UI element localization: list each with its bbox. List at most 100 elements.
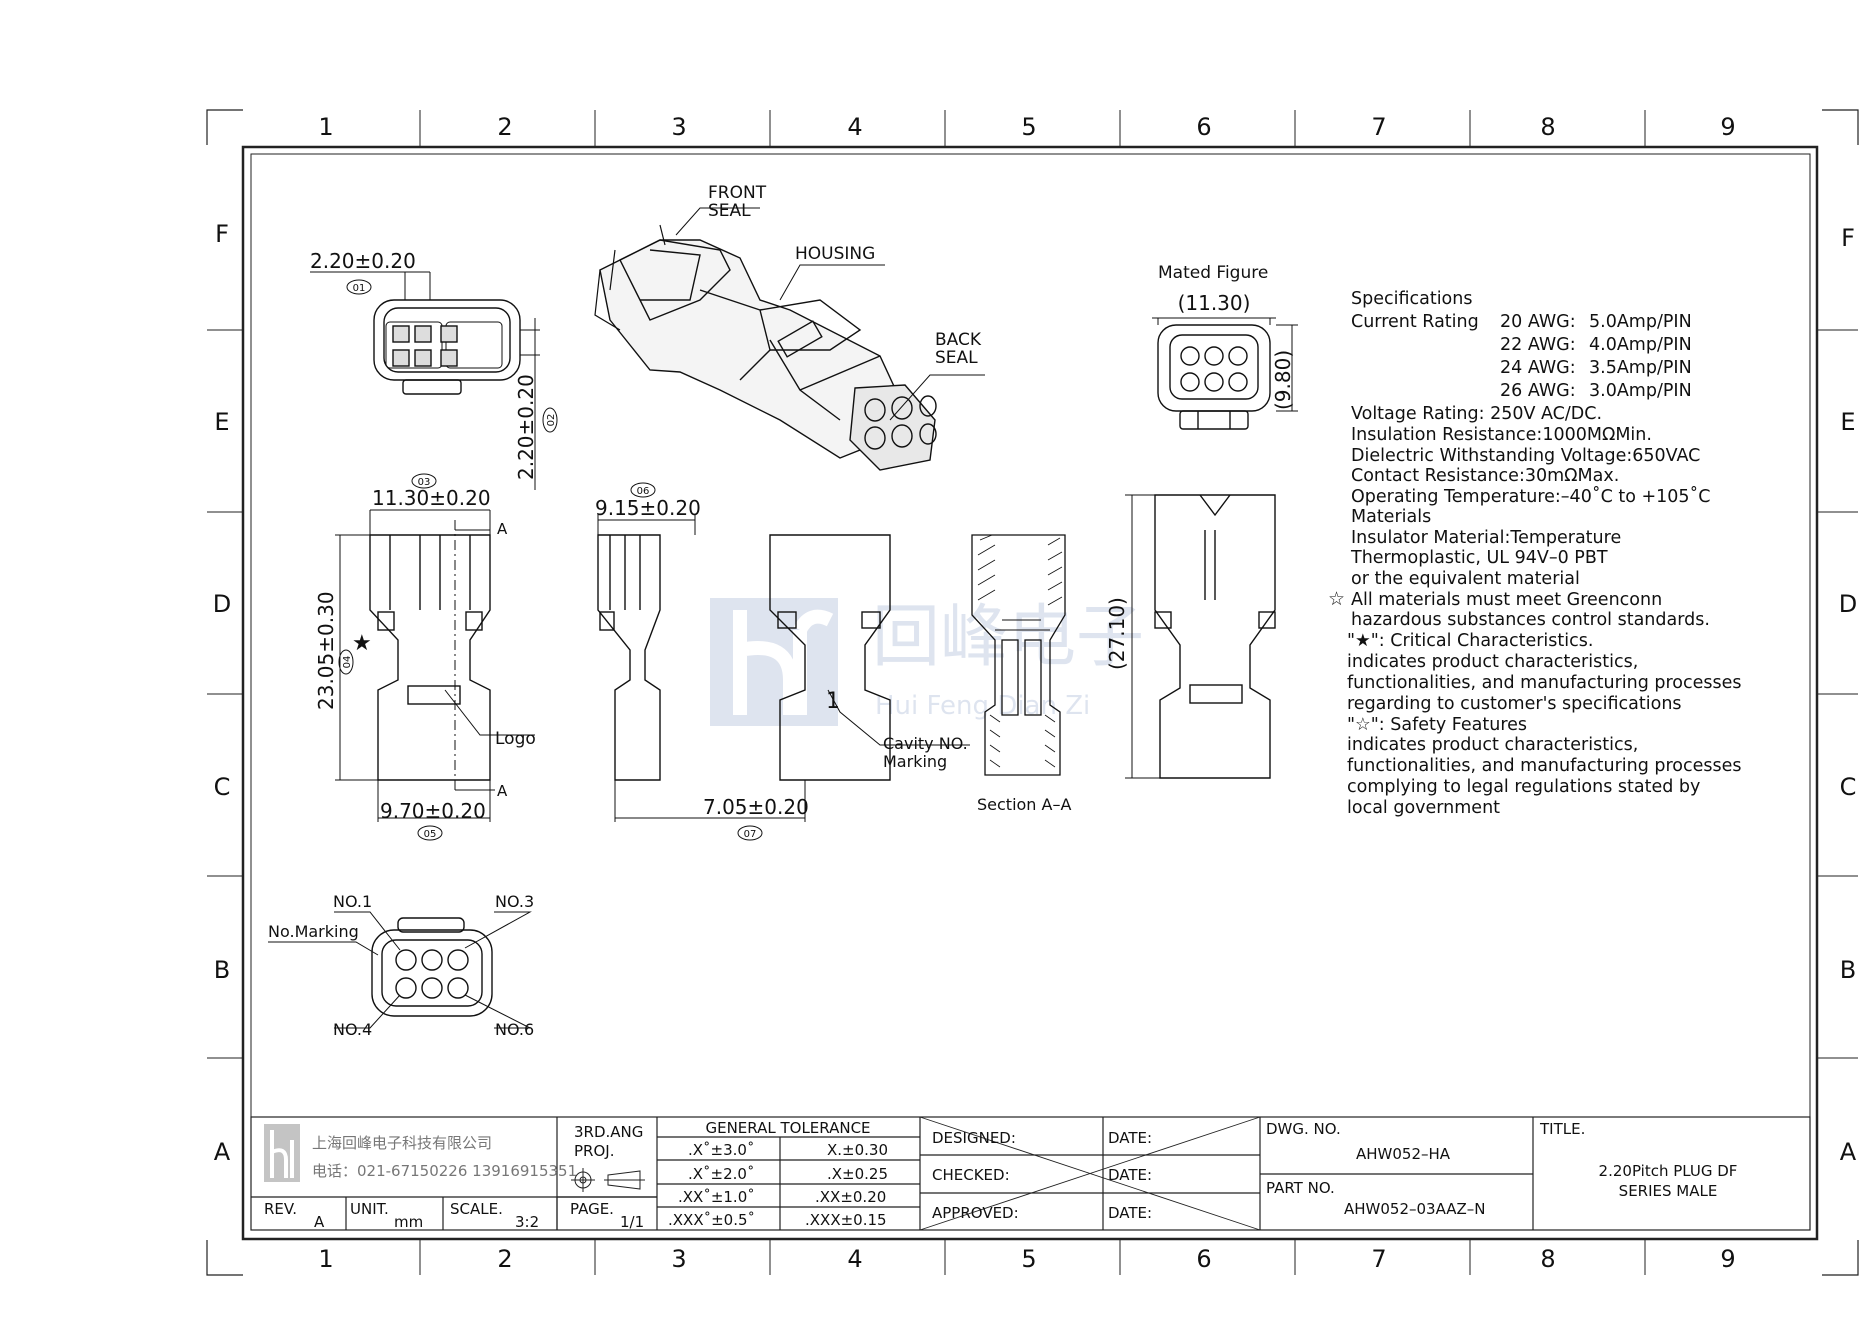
rev-label: REV. [264,1200,297,1218]
company-name: 上海回峰电子科技有限公司 [312,1134,492,1152]
drawing-frame [206,109,1859,1276]
spec-line: Insulation Resistance:1000MΩMin. [1351,425,1652,445]
balloon-03: 03 [411,473,437,489]
tolerance-linear: .X±0.25 [827,1165,888,1183]
col-label: 5 [1021,113,1036,141]
spec-line: Voltage Rating: 250V AC/DC. [1351,404,1602,424]
row-label: D [1839,590,1857,618]
row-label: A [214,1138,231,1166]
mated-figure [1152,317,1298,430]
safety-star-icon: ☆ [1328,588,1345,610]
row-label: A [1840,1138,1857,1166]
section-a-a [971,534,1066,776]
drawing-title: SERIES MALE [1619,1182,1718,1200]
logo-mark [407,685,461,705]
spec-note: regarding to customer's specifications [1347,694,1682,714]
col-label: 9 [1720,1245,1735,1273]
svg-text:03: 03 [418,477,431,488]
back-seal-callout: SEAL [935,348,978,368]
row-label: F [215,220,229,248]
spec-amp: 4.0Amp/PIN [1589,335,1692,355]
tolerance-title: GENERAL TOLERANCE [705,1119,870,1137]
col-label: 6 [1196,1245,1211,1273]
no-marking-callout: No.Marking [268,922,359,941]
date-label: DATE: [1108,1204,1152,1222]
watermark-pinyin: Hui Feng Dian Zi [875,691,1090,721]
row-label: D [213,590,231,618]
col-label: 4 [847,1245,862,1273]
spec-note: All materials must meet Greenconn [1351,590,1662,610]
housing-callout: HOUSING [795,244,875,264]
section-label: Section A–A [977,795,1071,814]
tolerance-angle: .X˚±2.0˚ [688,1165,754,1183]
spec-note: "☆": Safety Features [1347,715,1527,735]
dim-05-label: 9.70±0.20 [380,799,486,823]
spec-awg: 24 AWG: [1500,358,1576,378]
spec-line: Contact Resistance:30mΩMax. [1351,466,1619,486]
col-label: 3 [671,1245,686,1273]
date-label: DATE: [1108,1129,1152,1147]
col-label: 3 [671,113,686,141]
tolerance-angle: .X˚±3.0˚ [688,1141,754,1159]
svg-text:06: 06 [637,486,650,497]
row-label: C [214,773,231,801]
spec-awg: 22 AWG: [1500,335,1576,355]
tolerance-linear: X.±0.30 [827,1141,888,1159]
grid-labels: 1 2 3 4 5 6 7 8 9 1 2 3 4 5 6 7 8 9 F E … [213,113,1857,1273]
svg-text:05: 05 [424,829,437,840]
pin-no6-callout: NO.6 [495,1020,534,1039]
projection-label: 3RD.ANG [574,1123,643,1141]
balloon-04: 04 [338,649,354,675]
side-view-1 [335,509,535,822]
spec-line: or the equivalent material [1351,569,1580,589]
row-label: C [1840,773,1857,801]
col-label: 5 [1021,1245,1036,1273]
col-label: 4 [847,113,862,141]
projection-symbol-icon [571,1168,645,1192]
spec-line: Thermoplastic, UL 94V–0 PBT [1350,548,1608,568]
part-no-label: PART NO. [1266,1179,1335,1197]
side-view-3 [1125,494,1276,779]
watermark: 回峰电子 Hui Feng Dian Zi [710,598,1144,726]
spec-note: hazardous substances control standards. [1351,610,1710,630]
spec-awg: 20 AWG: [1500,312,1576,332]
spec-line: Materials [1351,507,1431,527]
side-view-2 [597,515,806,822]
pin-no4-callout: NO.4 [333,1020,372,1039]
col-label: 1 [318,1245,333,1273]
spec-note: "★": Critical Characteristics. [1347,631,1593,651]
spec-amp: 5.0Amp/PIN [1589,312,1692,332]
mated-width-label: (11.30) [1178,291,1251,315]
svg-text:02: 02 [546,414,557,427]
page-label: PAGE. [570,1200,614,1218]
svg-text:07: 07 [744,829,757,840]
scale-label: SCALE. [450,1200,503,1218]
balloon-01: 01 [346,279,372,295]
mated-figure-title: Mated Figure [1158,263,1268,283]
spec-note: functionalities, and manufacturing proce… [1347,756,1742,776]
balloon-07: 07 [737,825,763,841]
spec-note: complying to legal regulations stated by [1347,777,1700,797]
approved-label: APPROVED: [932,1204,1019,1222]
col-label: 7 [1371,1245,1386,1273]
spec-note: indicates product characteristics, [1347,735,1638,755]
tolerance-angle: .XXX˚±0.5˚ [668,1211,755,1229]
cavity-number: 1 [826,689,840,714]
critical-star-icon: ★ [352,631,372,656]
col-label: 2 [497,113,512,141]
back-seal-face [849,384,937,471]
dwg-no-label: DWG. NO. [1266,1120,1341,1138]
spec-current-label: Current Rating [1351,312,1479,332]
logo-callout: Logo [495,729,536,749]
front-seal-callout: FRONT [708,183,767,203]
row-label: B [1840,956,1856,984]
tolerance-angle: .XX˚±1.0˚ [678,1188,755,1206]
spec-line: Operating Temperature:–40˚C to +105˚C [1351,486,1711,507]
front-view [769,534,970,781]
pin-no3-callout: NO.3 [495,892,534,911]
front-seal-callout: SEAL [708,201,751,221]
drawing-title: 2.20Pitch PLUG DF [1599,1162,1738,1180]
dim-02-label: 2.20±0.20 [514,374,538,480]
designed-label: DESIGNED: [932,1129,1016,1147]
